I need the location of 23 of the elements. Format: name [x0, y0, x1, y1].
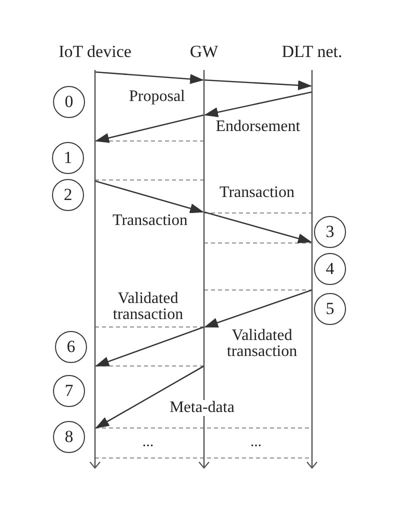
ellipsis-text: ... — [141, 433, 155, 451]
arrow — [95, 114, 204, 143]
lifeline-header: DLT net. — [280, 42, 344, 62]
step-circle: 8 — [53, 421, 85, 453]
arrow — [204, 289, 312, 328]
arrow — [94, 71, 204, 84]
lifeline-header: GW — [188, 42, 220, 62]
ellipsis-text: ... — [249, 433, 263, 451]
arrow — [94, 180, 204, 214]
arrow — [95, 365, 204, 429]
step-circle: 7 — [53, 375, 85, 407]
step-circle: 4 — [314, 253, 346, 285]
arrow — [95, 326, 204, 367]
step-circle: 0 — [53, 86, 85, 118]
step-circle: 3 — [314, 216, 346, 248]
arrow — [204, 91, 312, 118]
step-circle: 6 — [55, 331, 87, 363]
lifeline-header: IoT device — [58, 42, 132, 62]
arrow — [204, 211, 312, 244]
arrow — [204, 79, 312, 90]
step-circle: 2 — [52, 179, 84, 211]
step-circle: 1 — [52, 142, 84, 174]
step-circle: 5 — [314, 293, 346, 325]
